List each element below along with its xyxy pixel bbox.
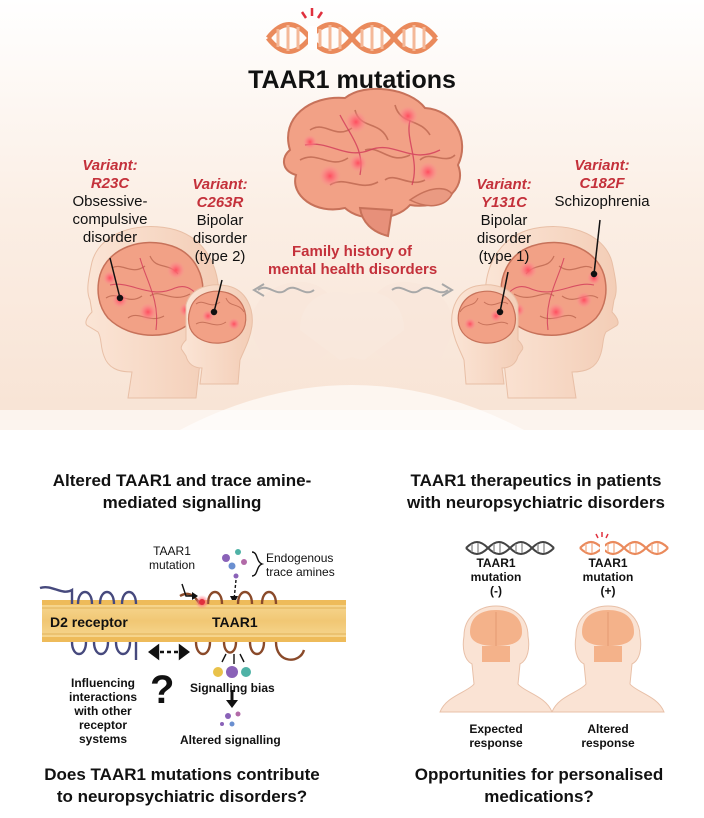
variant-y131c: Variant: Y131C Bipolar disorder (type 1) bbox=[456, 176, 552, 266]
variant-label: Variant: bbox=[192, 176, 248, 193]
disorder-line: (type 1) bbox=[478, 248, 530, 265]
dna-icon bbox=[266, 8, 438, 54]
disorder-line: disorder bbox=[82, 229, 138, 246]
disorder-line: Schizophrenia bbox=[554, 193, 650, 210]
left-heading: Altered TAAR1 and trace amine- mediated … bbox=[52, 471, 312, 512]
brace-icon bbox=[251, 551, 265, 577]
d2-receptor-loops bbox=[39, 585, 138, 660]
disorder-line: Obsessive- bbox=[72, 193, 148, 210]
question-mark-icon: ? bbox=[150, 668, 175, 712]
expected-response-label: Expected response bbox=[469, 722, 523, 750]
pointer-lines bbox=[109, 219, 601, 316]
variant-code: C263R bbox=[196, 194, 244, 211]
mutation-pos-label: TAAR1 mutation (+) bbox=[582, 556, 634, 598]
variant-c182f: Variant: C182F Schizophrenia bbox=[542, 157, 662, 211]
variant-label: Variant: bbox=[574, 157, 630, 174]
head-left-small bbox=[180, 284, 253, 385]
disorder-line: compulsive bbox=[72, 211, 148, 228]
variant-c263r: Variant: C263R Bipolar disorder (type 2) bbox=[172, 176, 268, 266]
disorder-line: (type 2) bbox=[194, 248, 246, 265]
disorder-line: Bipolar bbox=[196, 212, 244, 229]
variant-code: Y131C bbox=[481, 194, 527, 211]
patient-head-neg bbox=[439, 605, 553, 713]
endogenous-label: Endogenous trace amines bbox=[266, 551, 335, 579]
variant-label: Variant: bbox=[82, 157, 138, 174]
variant-label: Variant: bbox=[476, 176, 532, 193]
membrane-diagram bbox=[39, 549, 346, 727]
wavy-arrow-right bbox=[391, 283, 454, 297]
altered-signalling-label: Altered signalling bbox=[180, 733, 281, 747]
patient-head-pos bbox=[551, 605, 665, 713]
right-heading: TAAR1 therapeutics in patients with neur… bbox=[407, 471, 665, 512]
disorder-line: Bipolar bbox=[480, 212, 528, 229]
variant-code: C182F bbox=[579, 175, 625, 192]
right-question: Opportunities for personalised medicatio… bbox=[414, 765, 664, 806]
influencing-label: Influencing interactions with other rece… bbox=[68, 676, 137, 746]
taar1-label: TAAR1 bbox=[212, 614, 258, 630]
family-history: Family history of mental health disorder… bbox=[268, 243, 438, 278]
page-title: TAAR1 mutations bbox=[248, 66, 456, 94]
central-brain bbox=[283, 87, 464, 238]
dna-icon-neg bbox=[465, 541, 555, 555]
altered-response-label: Altered response bbox=[581, 722, 635, 750]
variant-code: R23C bbox=[90, 175, 130, 192]
ghost-heads bbox=[250, 281, 454, 370]
cell-membrane bbox=[42, 604, 346, 638]
wavy-arrow-left bbox=[252, 283, 315, 297]
disorder-line: disorder bbox=[476, 230, 532, 247]
taar1-mutation-label: TAAR1 mutation bbox=[148, 544, 196, 572]
left-question: Does TAAR1 mutations contribute to neuro… bbox=[44, 765, 320, 806]
disorder-line: disorder bbox=[192, 230, 248, 247]
mutation-neg-label: TAAR1 mutation (-) bbox=[470, 556, 522, 598]
d2-receptor-label: D2 receptor bbox=[50, 614, 128, 630]
variant-r23c: Variant: R23C Obsessive- compulsive diso… bbox=[50, 157, 170, 247]
signalling-bias-label: Signalling bias bbox=[190, 681, 275, 695]
dna-icon-pos bbox=[579, 532, 669, 556]
interaction-arrow bbox=[148, 643, 190, 661]
